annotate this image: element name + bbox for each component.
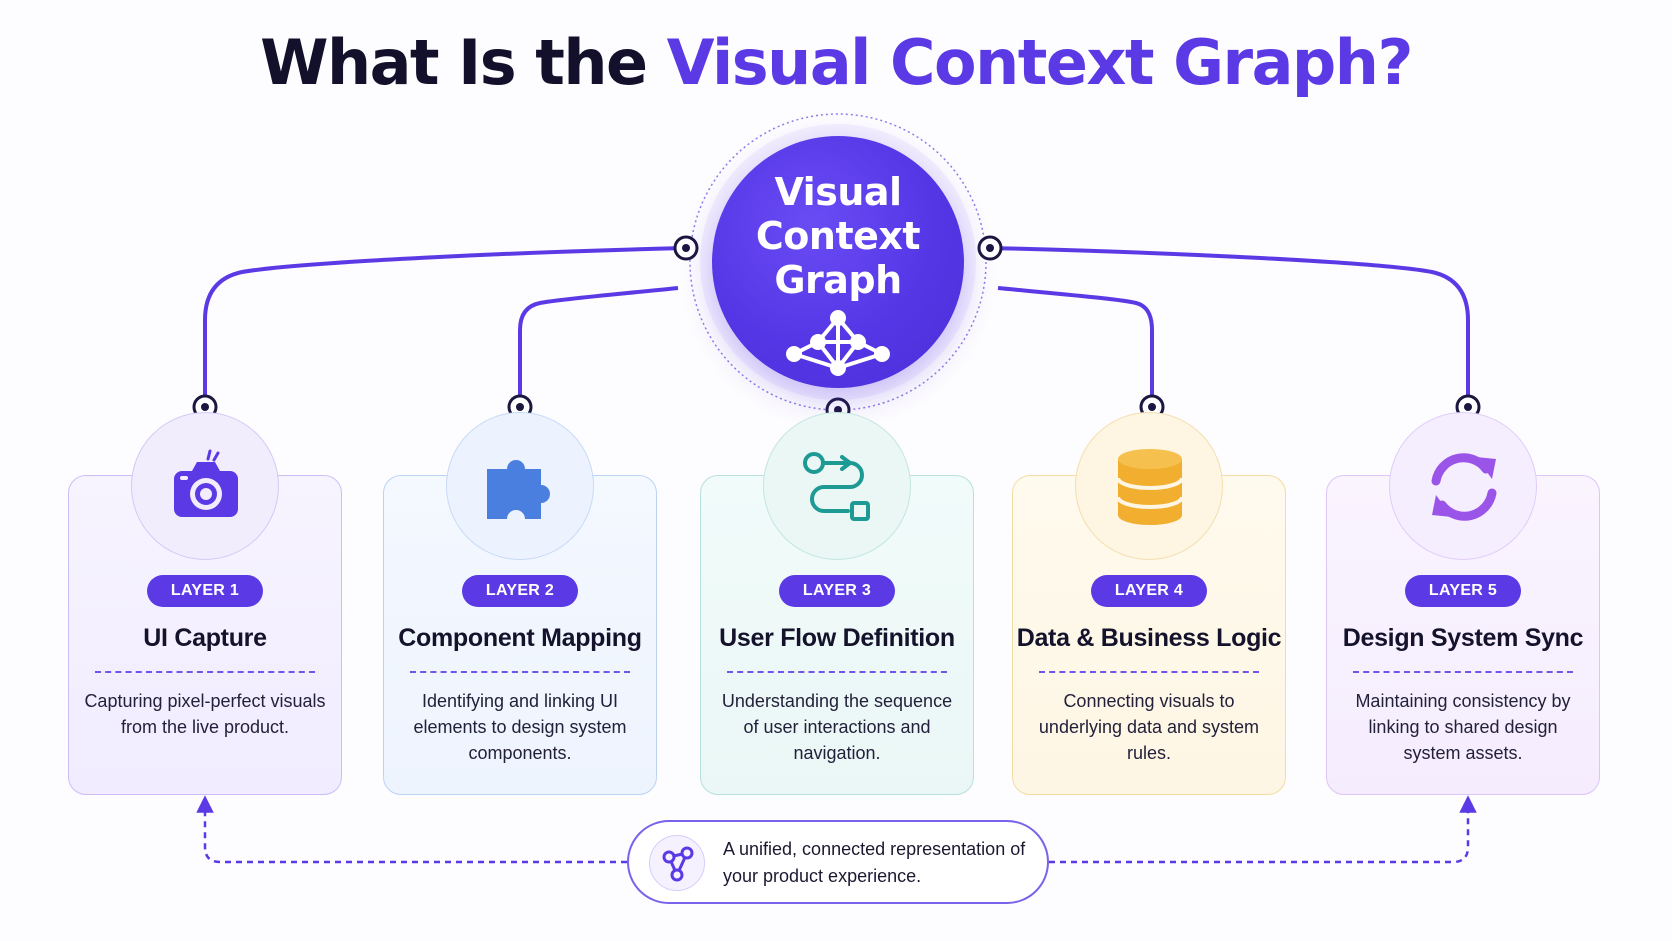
layer-2-badge: LAYER 2 xyxy=(462,575,578,607)
layer-3-divider xyxy=(727,671,947,673)
hub-label: Visual Context Graph xyxy=(755,170,921,302)
layer-card-1 xyxy=(68,475,342,795)
summary-text: A unified, connected representation of y… xyxy=(723,839,1026,886)
page-title: What Is the Visual Context Graph? xyxy=(0,18,1672,108)
layer-4-description: Connecting visuals to underlying data an… xyxy=(1038,691,1260,763)
connector-layer-5 xyxy=(989,246,1470,406)
layer-4-badge: LAYER 4 xyxy=(1091,575,1207,607)
hub-dotted-ring xyxy=(689,113,987,411)
layer-1-icon-circle xyxy=(131,412,279,560)
layer-5-badge: LAYER 5 xyxy=(1405,575,1521,607)
layer-1-description: Capturing pixel-perfect visuals from the… xyxy=(84,691,326,737)
database-icon xyxy=(1116,449,1184,525)
layer-1-badge: LAYER 1 xyxy=(147,575,263,607)
connector-layer-4 xyxy=(997,286,1154,406)
sync-arrows-icon xyxy=(1431,453,1497,521)
layer-1-title: UI Capture xyxy=(143,624,267,652)
layer-2-description: Identifying and linking UI elements to d… xyxy=(413,691,627,763)
connector-layer-2 xyxy=(518,286,679,406)
layer-4-icon-circle xyxy=(1075,412,1223,560)
connector-node-centers xyxy=(201,244,1472,414)
visual-context-graph-hub: Visual Context Graph xyxy=(712,136,964,388)
camera-icon xyxy=(174,449,238,517)
layer-2-icon-circle xyxy=(446,412,594,560)
layer-2-divider xyxy=(410,671,630,673)
summary-connector-right xyxy=(1049,795,1477,864)
layer-5-description: Maintaining consistency by linking to sh… xyxy=(1355,691,1571,763)
network-graph-icon xyxy=(786,310,890,376)
puzzle-piece-icon xyxy=(487,460,550,519)
summary-connector-left xyxy=(196,795,627,864)
layer-1-divider xyxy=(95,671,315,673)
layer-4-divider xyxy=(1039,671,1259,673)
flow-path-icon xyxy=(803,452,870,521)
title-accent: Visual Context Graph? xyxy=(666,26,1414,99)
layer-3-badge: LAYER 3 xyxy=(779,575,895,607)
summary-icon-circle xyxy=(649,835,705,891)
layer-2-title: Component Mapping xyxy=(398,624,642,652)
layer-3-icon-circle xyxy=(763,412,911,560)
title-prefix: What Is the xyxy=(260,26,667,99)
layer-3-description: Understanding the sequence of user inter… xyxy=(721,691,953,763)
layer-5-divider xyxy=(1353,671,1573,673)
connector-layer-1 xyxy=(203,246,687,406)
summary-pill: A unified, connected representation of y… xyxy=(627,820,1049,904)
layer-4-title: Data & Business Logic xyxy=(1016,624,1282,652)
layer-3-title: User Flow Definition xyxy=(719,624,955,652)
share-nodes-icon xyxy=(662,846,694,882)
layer-5-title: Design System Sync xyxy=(1342,624,1584,652)
layer-5-icon-circle xyxy=(1389,412,1537,560)
